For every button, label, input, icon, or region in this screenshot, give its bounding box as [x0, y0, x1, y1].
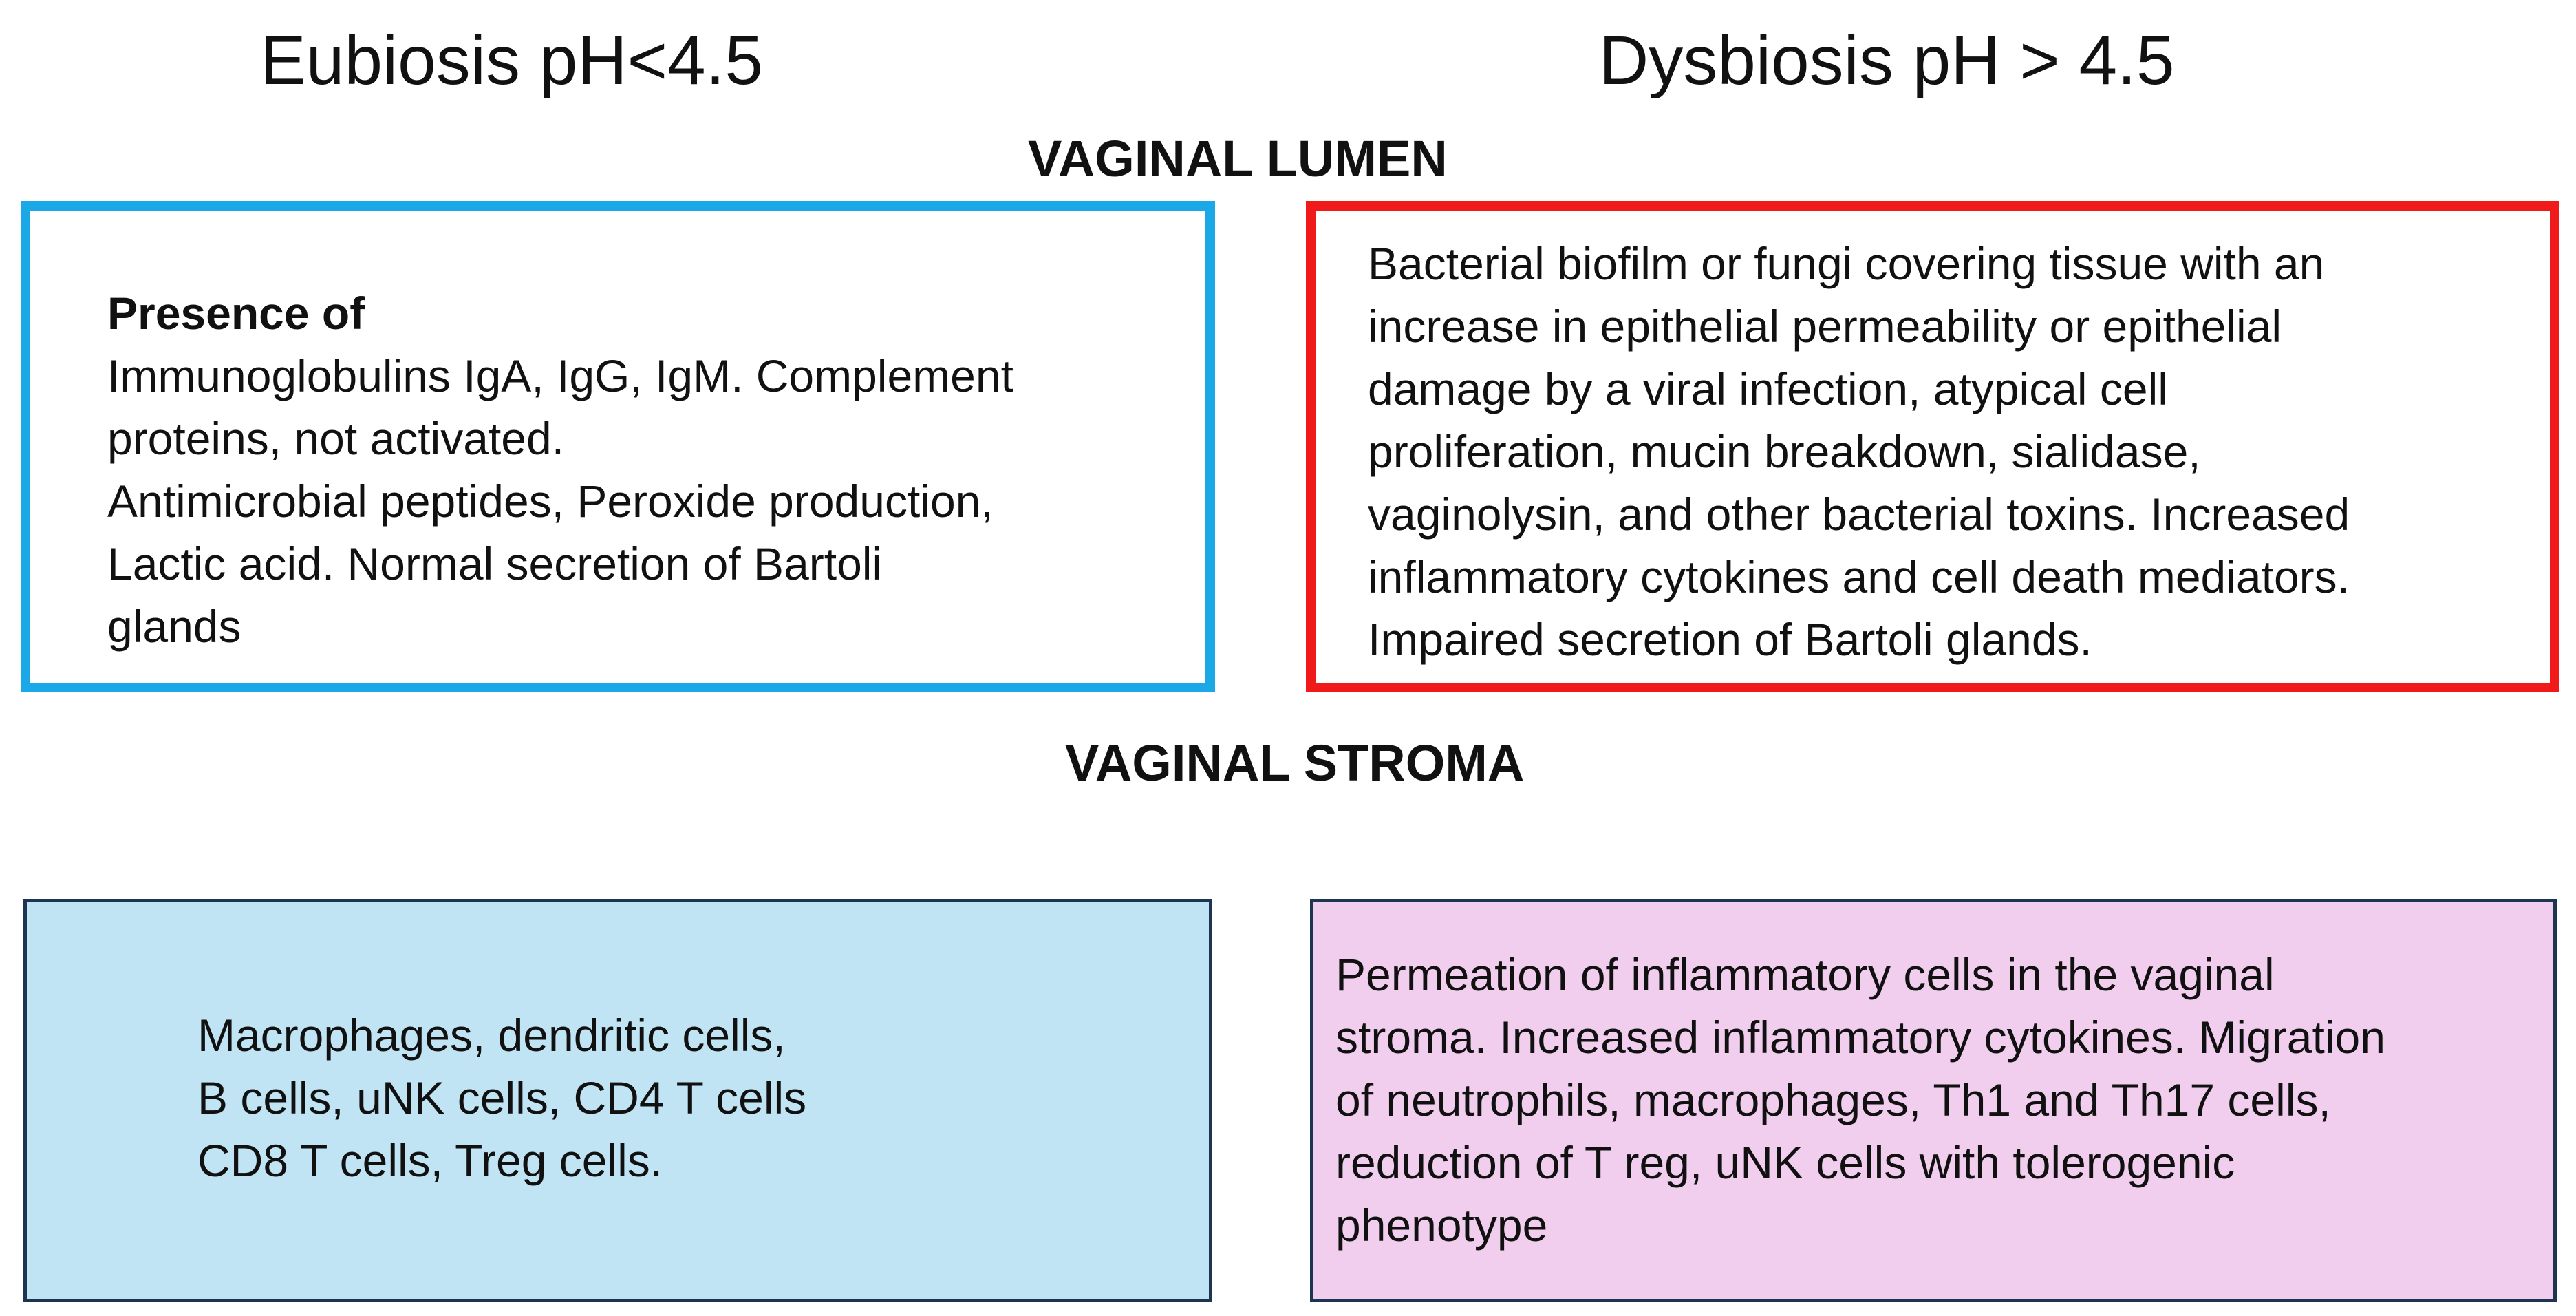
dysbiosis-heading: Dysbiosis pH > 4.5	[1599, 22, 2175, 99]
vaginal-lumen-label: VAGINAL LUMEN	[1028, 130, 1448, 187]
eubiosis-lumen-text: Immunoglobulins IgA, IgG, IgM. Complemen…	[107, 350, 1013, 652]
dysbiosis-stroma-box: Permeation of inflammatory cells in the …	[1310, 899, 2557, 1302]
dysbiosis-lumen-text: Bacterial biofilm or fungi covering tiss…	[1368, 238, 2350, 665]
eubiosis-stroma-text: Macrophages, dendritic cells, B cells, u…	[197, 1010, 807, 1186]
eubiosis-heading: Eubiosis pH<4.5	[260, 22, 764, 99]
eubiosis-lumen-box: Presence of Immunoglobulins IgA, IgG, Ig…	[21, 201, 1215, 692]
dysbiosis-lumen-box: Bacterial biofilm or fungi covering tiss…	[1306, 201, 2559, 692]
dysbiosis-stroma-text: Permeation of inflammatory cells in the …	[1335, 949, 2385, 1251]
eubiosis-stroma-box: Macrophages, dendritic cells, B cells, u…	[23, 899, 1212, 1302]
vaginal-stroma-label: VAGINAL STROMA	[1065, 734, 1525, 792]
eubiosis-lumen-title: Presence of	[107, 288, 365, 339]
